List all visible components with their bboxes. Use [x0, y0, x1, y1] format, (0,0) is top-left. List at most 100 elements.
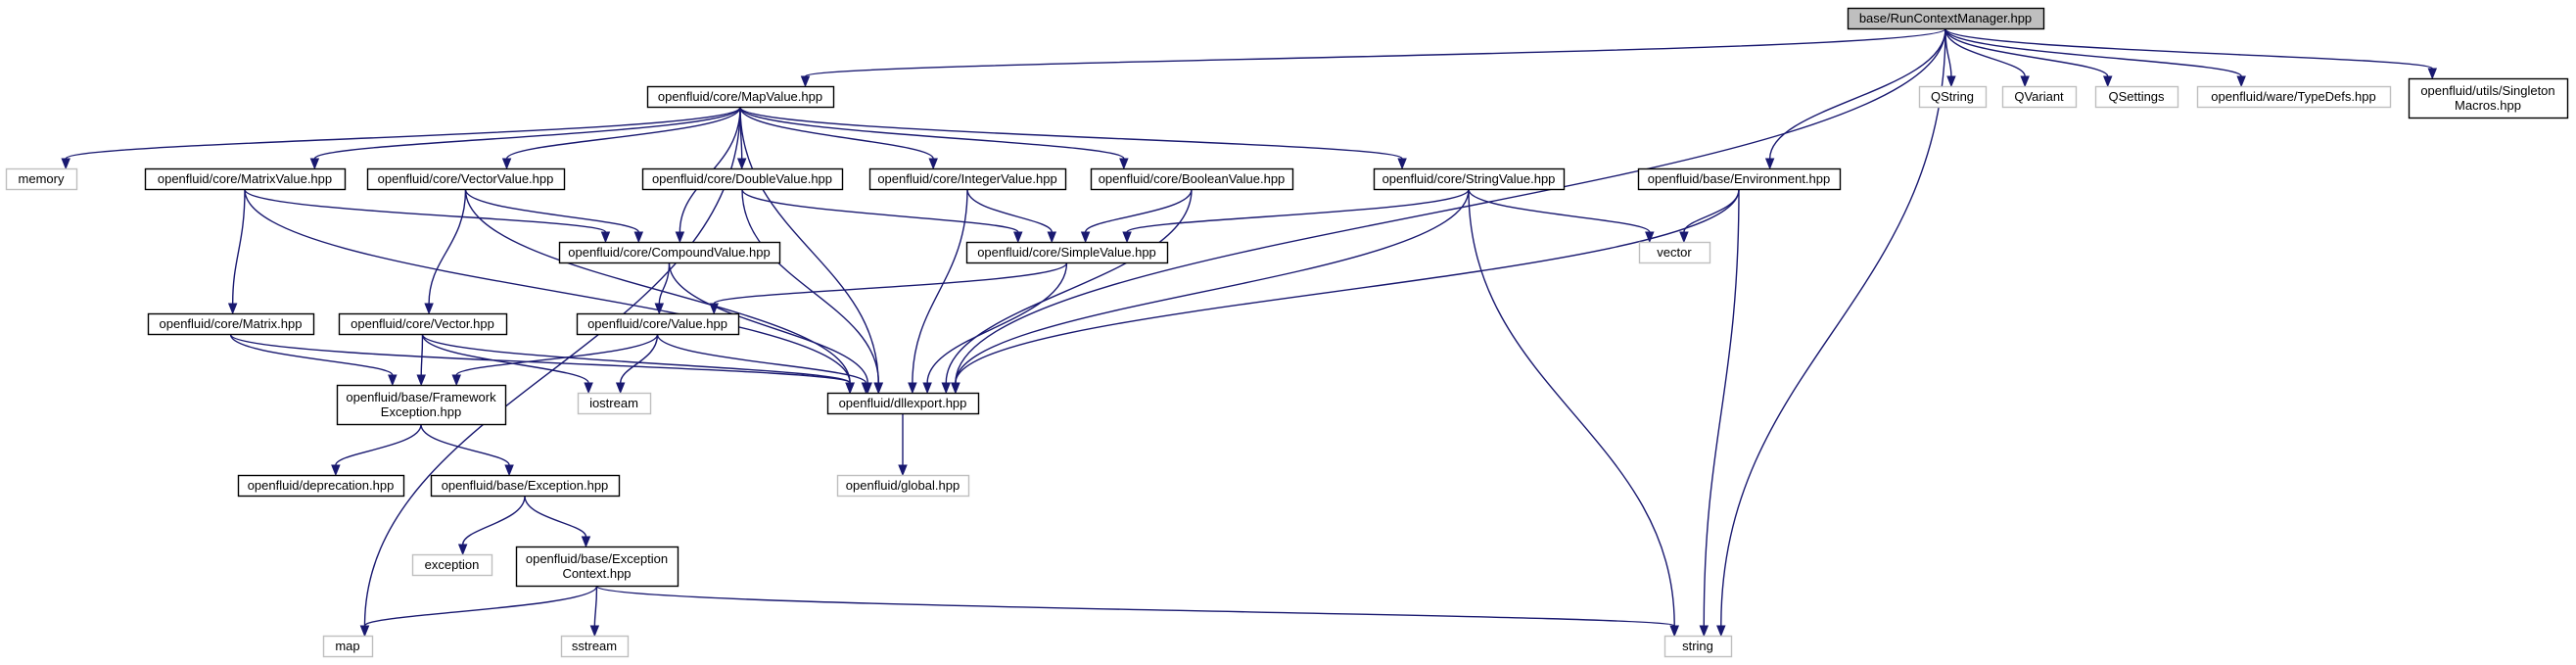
- edge-environment-to-dllexport: [951, 189, 1740, 395]
- edge-matrixvalue-to-matrix: [227, 189, 246, 315]
- node-label: openfluid/core/SimpleValue.hpp: [977, 245, 1156, 260]
- edges-layer: [61, 27, 2438, 638]
- edge-vectorvalue-to-compound: [464, 189, 644, 244]
- node-label: openfluid/core/IntegerValue.hpp: [877, 171, 1056, 186]
- edge-environment-to-vector: [1679, 189, 1740, 244]
- edge-mapvalue-to-booleanvalue: [739, 107, 1129, 170]
- node-qvariant[interactable]: QVariant: [2001, 85, 2078, 109]
- node-label: openfluid/core/Value.hpp: [587, 316, 727, 331]
- node-box: [826, 392, 980, 415]
- node-label: openfluid/core/MatrixValue.hpp: [158, 171, 332, 186]
- node-mapvalue[interactable]: openfluid/core/MapValue.hpp: [646, 85, 835, 109]
- node-deprecation[interactable]: openfluid/deprecation.hpp: [237, 474, 405, 498]
- node-label: string: [1682, 639, 1713, 653]
- node-qstring[interactable]: QString: [1918, 85, 1988, 109]
- node-label: openfluid/deprecation.hpp: [248, 478, 395, 493]
- nodes-layer: base/RunContextManager.hpp openfluid/core…: [5, 7, 2569, 658]
- edge-value-to-dllexport: [656, 334, 871, 395]
- node-label: openfluid/ware/TypeDefs.hpp: [2211, 89, 2375, 104]
- node-dllexport[interactable]: openfluid/dllexport.hpp: [826, 392, 980, 415]
- edge-doublevalue-to-dllexport: [741, 189, 884, 395]
- edge-exception_hpp-to-exccontext: [524, 496, 591, 548]
- node-box: [965, 241, 1169, 264]
- edge-stringvalue-to-vector: [1468, 189, 1655, 244]
- node-typedefs[interactable]: openfluid/ware/TypeDefs.hpp: [2196, 85, 2392, 109]
- node-global[interactable]: openfluid/global.hpp: [836, 474, 970, 498]
- edge-dllexport-to-global: [898, 413, 908, 477]
- node-box: [868, 167, 1067, 191]
- edge-root-to-qvariant: [1944, 28, 2030, 88]
- node-box: [558, 241, 781, 264]
- node-label: openfluid/base/Exception: [526, 551, 668, 566]
- edge-environment-to-string: [1699, 189, 1740, 638]
- node-label: openfluid/core/Matrix.hpp: [160, 316, 303, 331]
- node-box: [515, 546, 679, 588]
- edge-matrixvalue-to-compound: [244, 189, 611, 244]
- node-box: [1090, 167, 1294, 191]
- node-box: [237, 474, 405, 498]
- node-label: openfluid/core/CompoundValue.hpp: [568, 245, 770, 260]
- node-booleanvalue[interactable]: openfluid/core/BooleanValue.hpp: [1090, 167, 1294, 191]
- node-label: openfluid/global.hpp: [846, 478, 960, 493]
- node-stringvalue[interactable]: openfluid/core/StringValue.hpp: [1373, 167, 1566, 191]
- node-box: [1373, 167, 1566, 191]
- node-value[interactable]: openfluid/core/Value.hpp: [576, 312, 740, 336]
- node-box: [366, 167, 566, 191]
- node-label: openfluid/core/Vector.hpp: [351, 316, 494, 331]
- edge-value-to-iostream: [615, 334, 659, 395]
- node-label: Context.hpp: [562, 566, 631, 581]
- node-sstream[interactable]: sstream: [560, 635, 630, 658]
- edge-matrix-to-fwexc: [229, 334, 398, 387]
- node-doublevalue[interactable]: openfluid/core/DoubleValue.hpp: [641, 167, 844, 191]
- node-exception_hpp[interactable]: openfluid/base/Exception.hpp: [430, 474, 621, 498]
- edge-vectorhpp-to-dllexport: [421, 334, 855, 395]
- node-vector[interactable]: vector: [1638, 241, 1711, 264]
- node-memory[interactable]: memory: [5, 167, 78, 191]
- node-string[interactable]: string: [1663, 635, 1733, 658]
- node-label: base/RunContextManager.hpp: [1859, 11, 2032, 25]
- node-matrixvalue[interactable]: openfluid/core/MatrixValue.hpp: [144, 167, 347, 191]
- edge-mapvalue-to-vectorvalue: [501, 107, 741, 170]
- node-box: [577, 392, 652, 415]
- node-box: [1847, 7, 2045, 30]
- node-box: [147, 312, 315, 336]
- node-label: openfluid/core/BooleanValue.hpp: [1099, 171, 1286, 186]
- node-label: openfluid/utils/Singleton: [2420, 83, 2554, 98]
- edge-exccontext-to-sstream: [589, 586, 600, 638]
- node-vectorvalue[interactable]: openfluid/core/VectorValue.hpp: [366, 167, 566, 191]
- node-box: [411, 553, 493, 577]
- edge-integervalue-to-dllexport: [908, 189, 968, 395]
- node-simple[interactable]: openfluid/core/SimpleValue.hpp: [965, 241, 1169, 264]
- edge-simple-to-dllexport: [922, 262, 1068, 395]
- node-integervalue[interactable]: openfluid/core/IntegerValue.hpp: [868, 167, 1067, 191]
- edge-simple-to-value: [709, 261, 1068, 315]
- edge-vectorvalue-to-vectorhpp: [424, 189, 467, 315]
- node-qsettings[interactable]: QSettings: [2094, 85, 2179, 109]
- node-label: QSettings: [2108, 89, 2165, 104]
- node-exception[interactable]: exception: [411, 553, 493, 577]
- node-box: [836, 474, 970, 498]
- node-vectorhpp[interactable]: openfluid/core/Vector.hpp: [338, 312, 508, 336]
- node-label: openfluid/base/Framework: [346, 390, 496, 404]
- node-iostream[interactable]: iostream: [577, 392, 652, 415]
- node-root[interactable]: base/RunContextManager.hpp: [1847, 7, 2045, 30]
- node-compound[interactable]: openfluid/core/CompoundValue.hpp: [558, 241, 781, 264]
- edge-exception_hpp-to-exception: [457, 496, 526, 556]
- edge-root-to-mapvalue: [800, 27, 1946, 88]
- node-box: [1637, 167, 1842, 191]
- node-label: Exception.hpp: [381, 404, 461, 419]
- node-box: [2196, 85, 2392, 109]
- node-label: QString: [1931, 89, 1974, 104]
- node-matrix[interactable]: openfluid/core/Matrix.hpp: [147, 312, 315, 336]
- node-map[interactable]: map: [322, 635, 374, 658]
- edge-root-to-singleton: [1944, 27, 2438, 80]
- node-label: iostream: [589, 396, 638, 410]
- node-box: [646, 85, 835, 109]
- node-environment[interactable]: openfluid/base/Environment.hpp: [1637, 167, 1842, 191]
- node-box: [1918, 85, 1988, 109]
- node-label: openfluid/core/DoubleValue.hpp: [652, 171, 832, 186]
- edge-doublevalue-to-simple: [741, 189, 1023, 244]
